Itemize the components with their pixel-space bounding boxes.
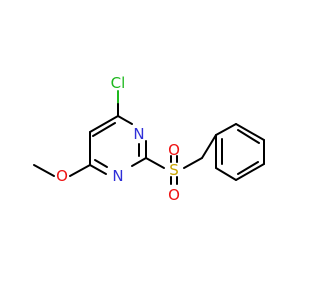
bond-c2-s — [145, 157, 165, 169]
bond-c4-c5-inner — [92, 122, 116, 137]
ring-inner-2 — [237, 161, 259, 175]
bond-n1-c6 — [89, 164, 107, 175]
atom-n-top: N — [133, 125, 144, 143]
ring-inner-1 — [237, 129, 260, 144]
ring-bond-1 — [215, 123, 237, 136]
bond-c2-n1 — [131, 157, 147, 167]
bond-c4-c5 — [89, 115, 119, 133]
ring-bond-5 — [215, 167, 237, 181]
atom-o-sulfonyl-top: O — [168, 141, 180, 159]
bond-o-methyl — [33, 164, 55, 177]
bond-n1-c6-inner — [94, 159, 108, 168]
atom-n-bottom: N — [112, 167, 123, 185]
ring-bond-4 — [235, 163, 265, 181]
bond-c6-o — [69, 164, 91, 177]
bond-ch2-ph — [201, 134, 217, 159]
atom-o-sulfonyl-bottom: O — [168, 186, 180, 204]
structure-canvas: Cl N N O S O O — [33, 74, 265, 204]
atom-s: S — [169, 161, 179, 179]
molecule-diagram: Cl N N O S O O — [33, 74, 265, 204]
bond-s-ch2 — [183, 157, 203, 169]
bonds — [33, 90, 265, 185]
bond-c4-n3 — [117, 115, 133, 125]
atom-o-methoxy: O — [56, 167, 68, 185]
ring-bond-2 — [235, 123, 265, 141]
atom-cl: Cl — [111, 74, 126, 92]
